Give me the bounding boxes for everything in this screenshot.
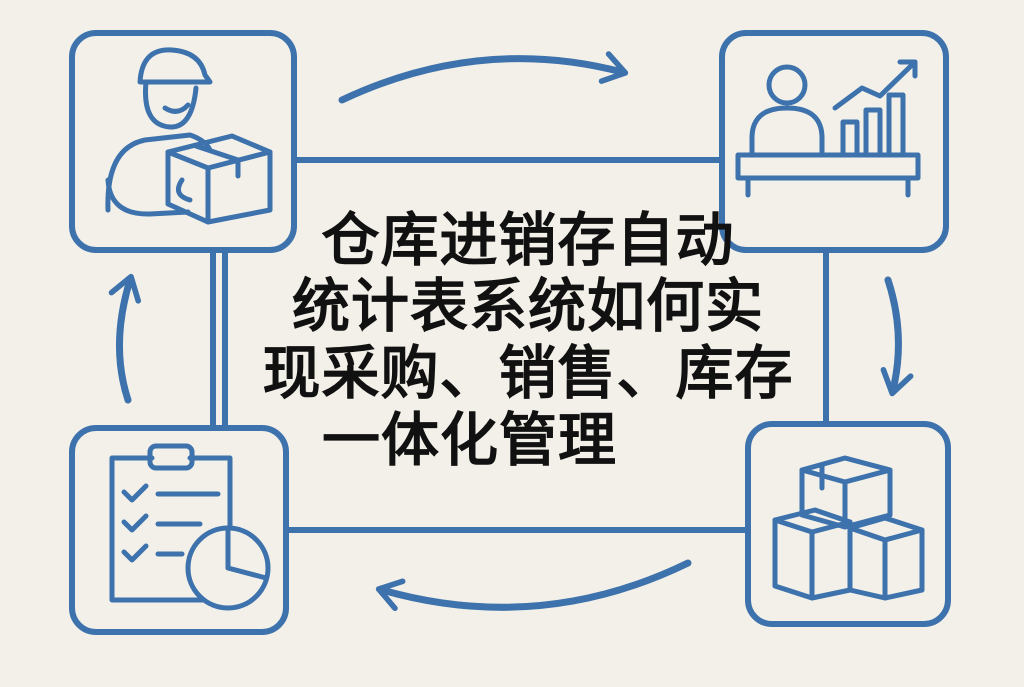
title-line-3: 现采购、销售、库存: [262, 339, 794, 407]
arrow-reports-to-purchasing: [108, 273, 142, 404]
flow-arrows: [108, 51, 914, 612]
person-with-growth-chart-icon: [735, 59, 921, 198]
arrow-purchasing-to-sales: [338, 51, 629, 104]
title-line-1: 仓库进销存自动: [321, 205, 735, 274]
stacked-boxes-icon: [772, 455, 925, 601]
clipboard-checklist-pie-chart-icon: [109, 443, 271, 611]
title-card: [222, 157, 829, 533]
node-card: [69, 30, 297, 253]
node-purchasing: [69, 30, 297, 253]
delivery-worker-with-box-icon: [105, 47, 273, 225]
node-inventory: [745, 421, 951, 627]
node-sales: [719, 30, 949, 253]
node-reports: [69, 425, 289, 635]
title-line-4: 一体化管理: [322, 405, 618, 474]
title-line-2: 统计表系统如何实: [291, 272, 764, 341]
arrow-sales-to-inventory: [880, 276, 914, 397]
arrow-inventory-to-reports: [375, 559, 692, 612]
page-title: 仓库进销存自动 统计表系统如何实 现采购、销售、库存 一体化管理: [262, 190, 794, 490]
